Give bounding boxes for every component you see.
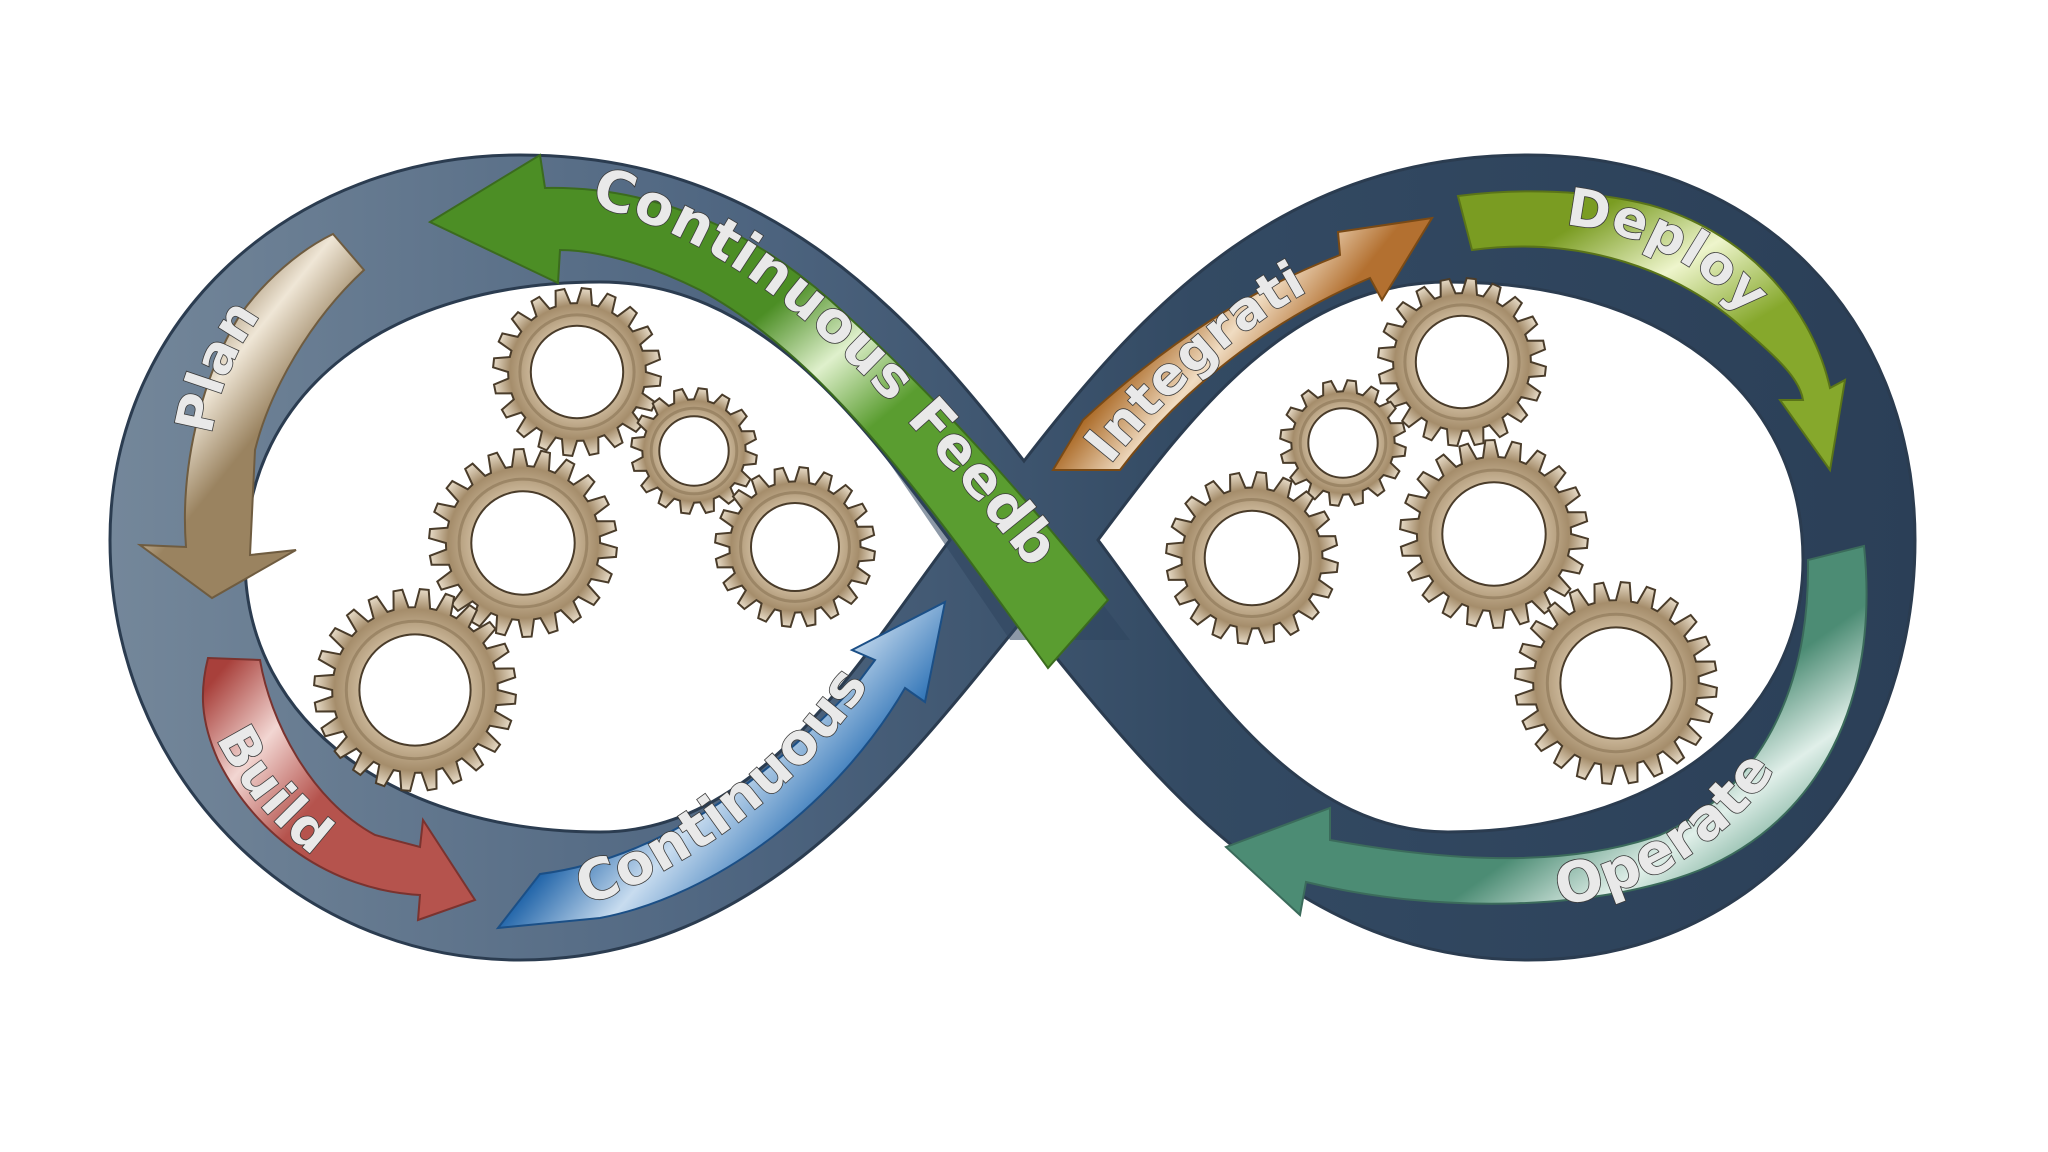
gear-icon [1514, 581, 1718, 785]
gear-icon [1165, 471, 1339, 645]
gear-icon [492, 287, 662, 457]
gear-icon [1279, 379, 1407, 507]
gear-icon [714, 466, 876, 628]
operate-arrow [1224, 544, 1868, 917]
gear-icon [630, 387, 758, 515]
build-arrow [201, 656, 477, 922]
gear-hole [470, 490, 576, 596]
gear-ring [344, 619, 486, 761]
gear-ring [1428, 468, 1560, 600]
gear-icon [1377, 277, 1547, 447]
gear-hole [358, 633, 472, 747]
gear-ring [1403, 303, 1521, 421]
gear-hole [529, 324, 625, 420]
gear-ring [649, 406, 739, 496]
continuous-arrow [495, 600, 947, 930]
gear-hole [1559, 626, 1673, 740]
gear-icon [313, 588, 517, 792]
gear-ring [739, 491, 851, 603]
gear-ring [457, 477, 589, 609]
gear-ring [1298, 398, 1388, 488]
gears-left [313, 287, 876, 792]
integration-arrow [1051, 216, 1434, 471]
gear-ring [518, 313, 636, 431]
gear-icon [428, 447, 618, 639]
continuous-feedback-arrow [427, 153, 1110, 670]
plan-arrow [136, 232, 366, 600]
gear-ring [1192, 498, 1312, 618]
gear-hole [1441, 481, 1547, 587]
gear-hole [750, 502, 840, 592]
gears-right [1165, 277, 1718, 785]
deploy-arrow [1456, 190, 1847, 473]
gear-hole [658, 415, 730, 487]
gear-ring [1545, 612, 1687, 754]
gear-hole [1414, 314, 1510, 410]
gear-hole [1203, 509, 1301, 607]
gear-icon [1399, 438, 1589, 630]
gear-hole [1307, 407, 1379, 479]
